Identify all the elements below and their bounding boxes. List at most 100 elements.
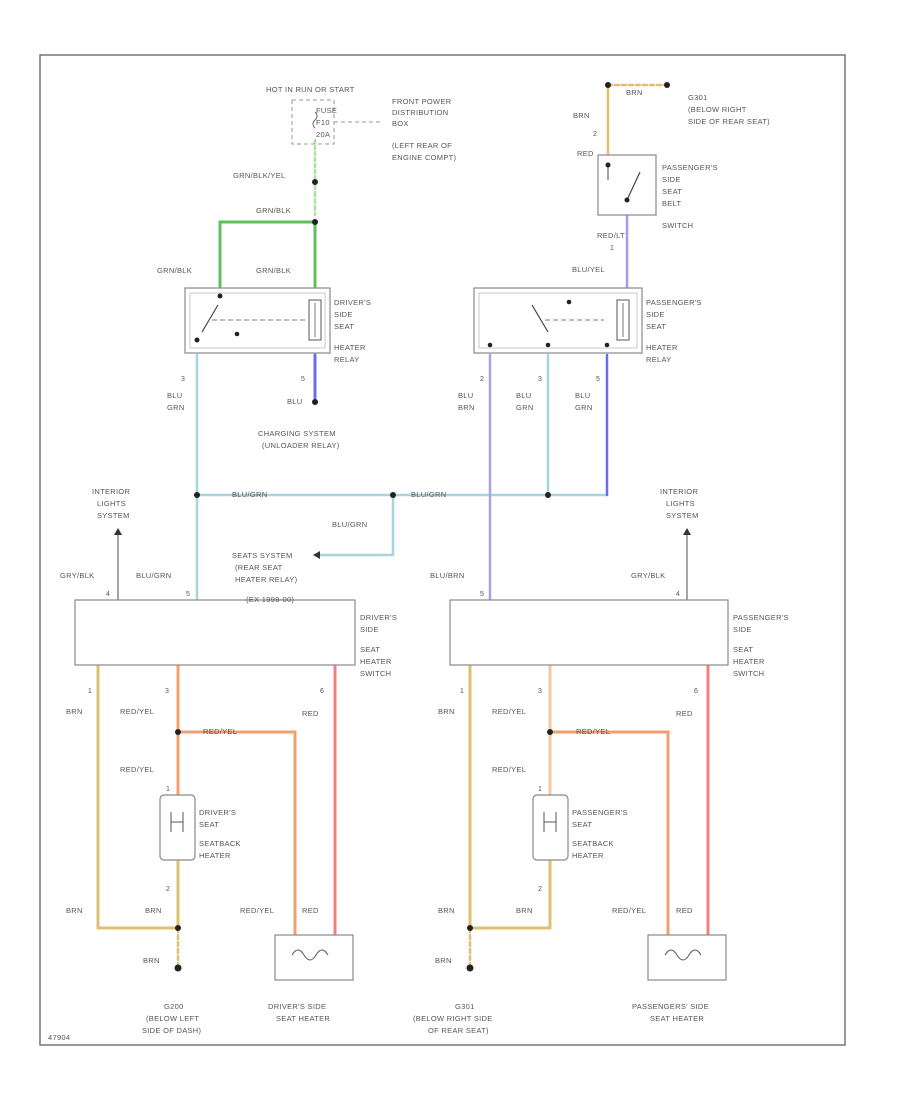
driver-sw-wire-redyel-2: RED/YEL — [120, 765, 154, 774]
pass-heater-2: SEAT HEATER — [650, 1014, 704, 1023]
belt-label-2: SIDE — [662, 175, 681, 184]
driver-sw-label-2: SIDE — [360, 625, 379, 634]
driver-seatback-heater — [159, 794, 196, 861]
driver-seat-heater — [274, 934, 354, 981]
driver-relay-wire-right-down: BLU — [287, 397, 303, 406]
driver-switch-box — [74, 599, 356, 666]
pass-seat-heater — [647, 934, 727, 981]
driver-relay-pin-right: 5 — [301, 376, 305, 383]
driver-sw-wire-red: RED — [302, 709, 319, 718]
ground-left-2: (BELOW LEFT — [146, 1014, 199, 1023]
rear-relay-line-3: HEATER RELAY) — [235, 575, 298, 584]
pass-relay-wire-3a: BLU — [575, 391, 591, 400]
driver-sb-label-2: SEAT — [199, 820, 219, 829]
bus-wire-1: BLU/GRN — [232, 490, 267, 499]
pass-relay-label-5: RELAY — [646, 355, 672, 364]
pass-relay-label-3: SEAT — [646, 322, 666, 331]
pass-sw-pin-3: 3 — [538, 688, 542, 695]
driver-relay — [184, 287, 331, 354]
pass-sw-label-5: SWITCH — [733, 669, 764, 678]
ground-left-3: SIDE OF DASH) — [142, 1026, 202, 1035]
fuse-loc-2: DISTRIBUTION — [392, 108, 449, 117]
fuse-line-1: FUSE — [316, 106, 337, 115]
fuse-loc-5: ENGINE COMPT) — [392, 153, 457, 162]
pass-sb-wire-heater-redyel: RED/YEL — [612, 906, 646, 915]
pass-relay-wire-2b: GRN — [516, 403, 534, 412]
pass-sw-pin-1: 1 — [460, 688, 464, 695]
splice-dots — [174, 179, 553, 972]
driver-relay-label-1: DRIVER'S — [334, 298, 371, 307]
driver-relay-label-5: RELAY — [334, 355, 360, 364]
right-interior-1: INTERIOR — [660, 487, 699, 496]
driver-relay-label-4: HEATER — [334, 343, 366, 352]
pass-relay-pin-1: 2 — [480, 376, 484, 383]
pass-sw-wire-redyel-2: RED/YEL — [492, 765, 526, 774]
pass-seatback-heater — [532, 794, 569, 861]
pass-sw-pin-dim: 4 — [676, 591, 680, 598]
rear-relay-arrow-icon — [313, 551, 320, 559]
driver-sb-pin-bottom: 2 — [166, 886, 170, 893]
pass-sw-label-1: PASSENGER'S — [733, 613, 789, 622]
pass-relay-wire-3b: GRN — [575, 403, 593, 412]
fuse-loc-4: (LEFT REAR OF — [392, 141, 452, 150]
pass-sb-label-2: SEAT — [572, 820, 592, 829]
driver-sb-label-1: DRIVER'S — [199, 808, 236, 817]
pass-sw-wire-redyel-h: RED/YEL — [576, 727, 610, 736]
pass-sw-wire-redyel: RED/YEL — [492, 707, 526, 716]
pass-sb-wire-ground: BRN — [435, 956, 452, 965]
pass-relay-wire-2a: BLU — [516, 391, 532, 400]
diagram-frame — [39, 54, 846, 1046]
belt-label-1: PASSENGER'S — [662, 163, 718, 172]
driver-sb-wire-brn: BRN — [66, 906, 83, 915]
belt-wire-top: BRN — [573, 111, 590, 120]
pass-sw-wire-dim: GRY/BLK — [631, 571, 665, 580]
belt-pin-bottom: 1 — [610, 245, 614, 252]
left-interior-2: LIGHTS — [97, 499, 126, 508]
driver-relay-wire-down-2: GRN — [167, 403, 185, 412]
driver-sb-wire-ground: BRN — [143, 956, 160, 965]
pass-relay-pin-3: 5 — [596, 376, 600, 383]
pass-sw-pin-6: 6 — [694, 688, 698, 695]
driver-relay-wire-down-1: BLU — [167, 391, 183, 400]
wire-redyel-driver-h — [176, 730, 297, 937]
pass-sw-label-4: HEATER — [733, 657, 765, 666]
driver-sw-label-5: SWITCH — [360, 669, 391, 678]
driver-sw-wire-brn: BRN — [66, 707, 83, 716]
pass-sb-label-1: PASSENGER'S — [572, 808, 628, 817]
fuse-header: HOT IN RUN OR START — [266, 85, 355, 94]
pass-relay-pin-2: 3 — [538, 376, 542, 383]
pass-relay-label-4: HEATER — [646, 343, 678, 352]
ground-top-id: G301 — [688, 93, 708, 102]
ground-left-1: G200 — [164, 1002, 184, 1011]
right-interior-arrow-icon — [683, 528, 691, 535]
rear-relay-line-1: SEATS SYSTEM — [232, 551, 293, 560]
left-interior-arrow-icon — [114, 528, 122, 535]
driver-sw-pin-3: 3 — [165, 688, 169, 695]
ground-right-2: (BELOW RIGHT SIDE — [413, 1014, 493, 1023]
pass-relay — [473, 287, 643, 354]
right-interior-2: LIGHTS — [666, 499, 695, 508]
pass-sw-pin-bus: 5 — [480, 591, 484, 598]
rear-relay-line-4: (EX 1999-00) — [246, 595, 294, 604]
pass-sw-label-2: SIDE — [733, 625, 752, 634]
fuse-loc-1: FRONT POWER — [392, 97, 452, 106]
driver-sb-label-4: HEATER — [199, 851, 231, 860]
driver-sb-label-3: SEATBACK — [199, 839, 241, 848]
left-interior-3: SYSTEM — [97, 511, 130, 520]
rear-relay-line-2: (REAR SEAT — [235, 563, 283, 572]
driver-sw-pin-dim: 4 — [106, 591, 110, 598]
belt-pin-top: 2 — [593, 131, 597, 138]
ground-top-loc-2: SIDE OF REAR SEAT) — [688, 117, 770, 126]
pass-sb-pin-top: 1 — [538, 786, 542, 793]
driver-relay-label-2: SIDE — [334, 310, 353, 319]
pass-sb-label-3: SEATBACK — [572, 839, 614, 848]
fuse-line-2: F10 — [316, 118, 330, 127]
pass-sb-pin-bottom: 2 — [538, 886, 542, 893]
right-interior-3: SYSTEM — [666, 511, 699, 520]
pass-sb-wire-heater-red: RED — [676, 906, 693, 915]
bus-wire-2: BLU/GRN — [411, 490, 446, 499]
pass-relay-wire-1a: BLU — [458, 391, 474, 400]
driver-heater-1: DRIVER'S SIDE — [268, 1002, 326, 1011]
driver-sw-pin-6: 6 — [320, 688, 324, 695]
ground-top-dot — [605, 82, 611, 88]
